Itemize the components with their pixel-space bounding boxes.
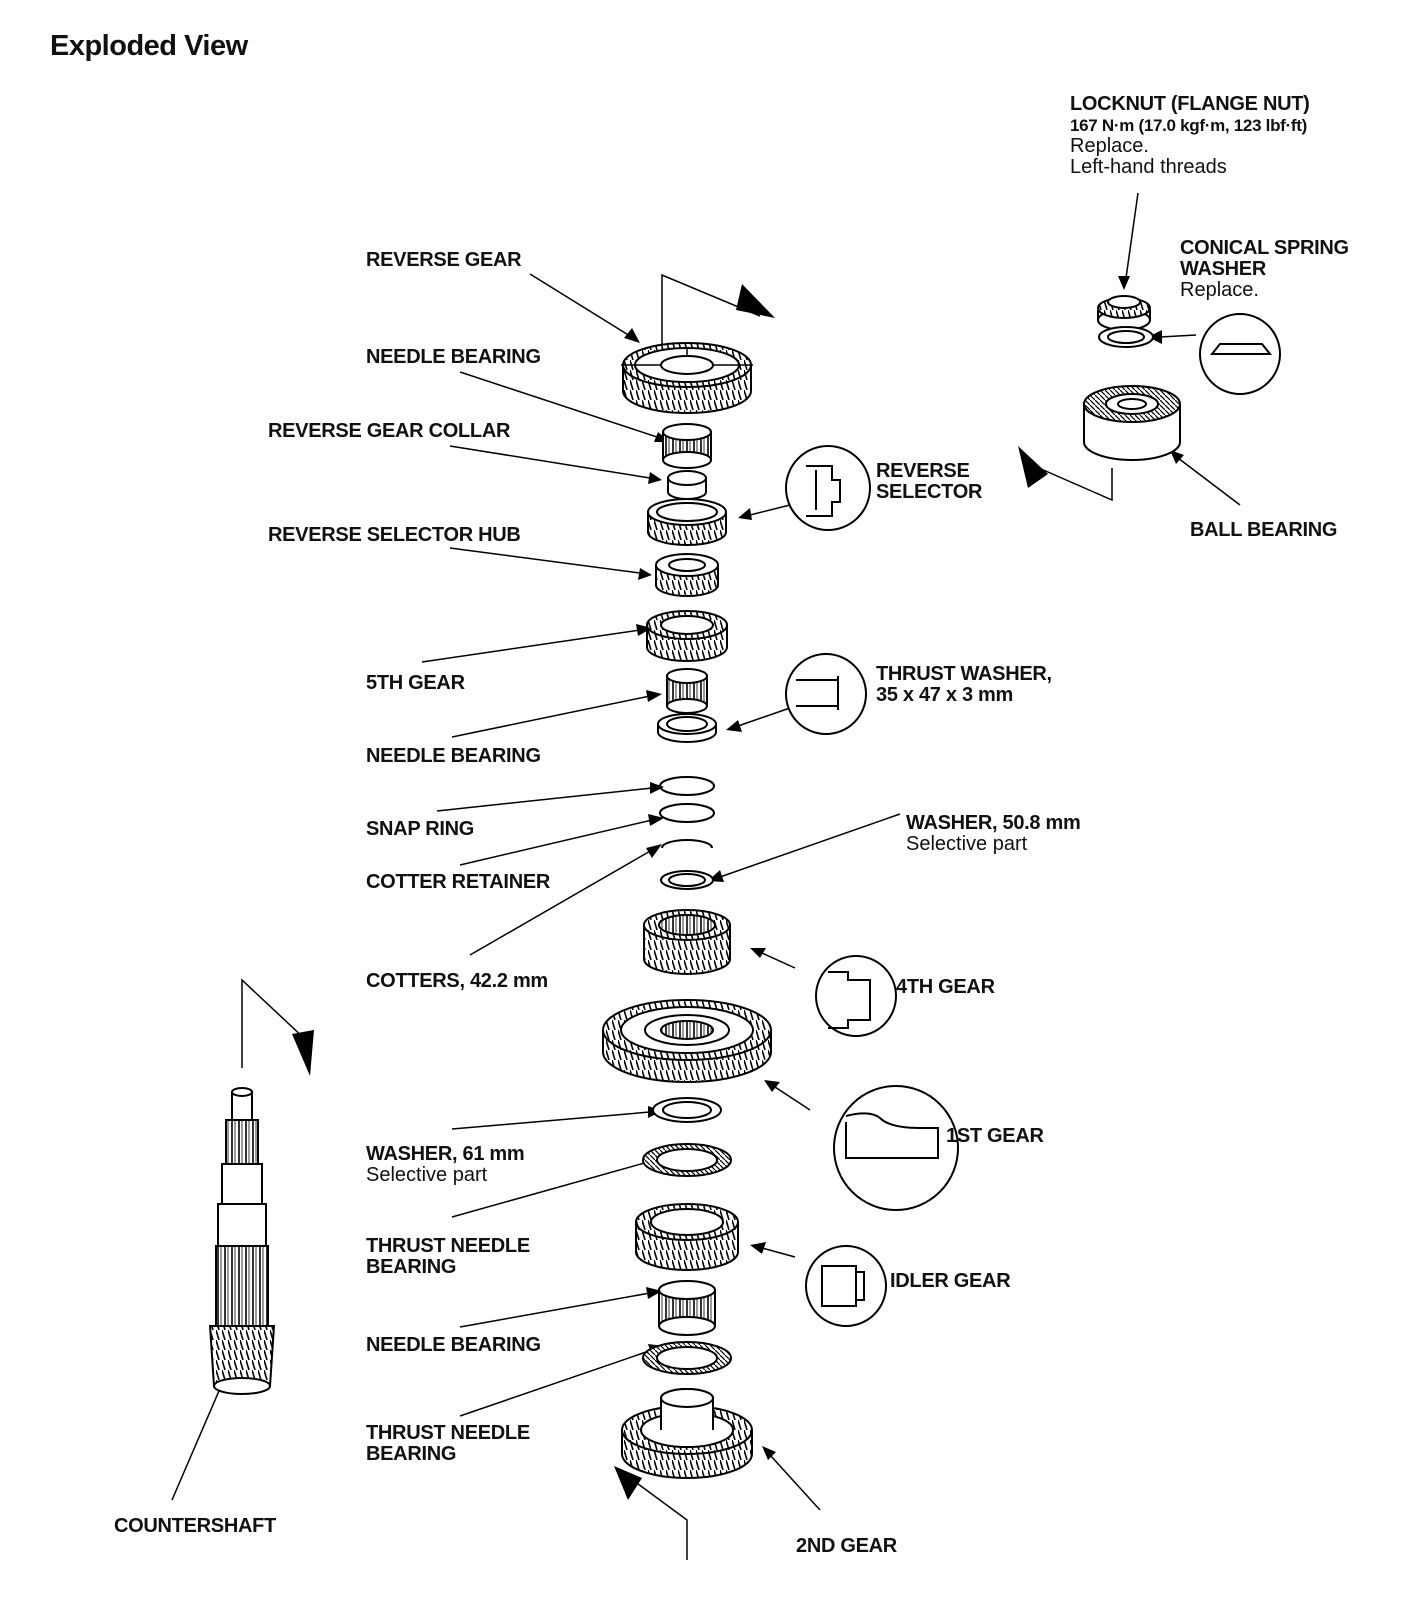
thrust-needle-bearing-1-line2: BEARING <box>366 1256 457 1278</box>
first-gear-text: 1ST GEAR <box>946 1125 1044 1147</box>
reverse-gear-label: REVERSE GEAR <box>366 249 522 271</box>
second-gear-part <box>621 1388 753 1479</box>
reverse-gear-collar-text: REVERSE GEAR COLLAR <box>268 420 511 442</box>
reverse-gear-collar-part <box>667 470 707 500</box>
reverse-selector-line2: SELECTOR <box>876 481 983 503</box>
cotter-retainer-text: COTTER RETAINER <box>366 871 551 893</box>
thrust-needle-bearing-2-label: THRUST NEEDLE BEARING <box>366 1423 530 1465</box>
reverse-selector-hub-label: REVERSE SELECTOR HUB <box>268 525 521 546</box>
fourth-gear-text: 4TH GEAR <box>896 976 995 998</box>
thrust-washer-detail <box>785 653 867 735</box>
thrust-needle-bearing-2-line2: BEARING <box>366 1443 457 1465</box>
conical-spring-washer-detail <box>1199 313 1281 395</box>
fifth-gear-text: 5TH GEAR <box>366 672 465 694</box>
first-gear-detail <box>833 1085 959 1211</box>
fourth-gear-detail <box>815 955 897 1037</box>
snap-ring-text: SNAP RING <box>366 818 475 840</box>
needle-bearing-top-part <box>662 423 712 469</box>
leader-lines <box>171 192 1241 1511</box>
cotters-label: COTTERS, 42.2 mm <box>366 971 548 992</box>
reverse-selector-part <box>647 498 727 546</box>
ball-bearing-text: BALL BEARING <box>1190 519 1338 541</box>
conical-spring-washer-label: CONICAL SPRING WASHER Replace. <box>1180 238 1349 301</box>
thrust-needle-bearing-1-line1: THRUST NEEDLE <box>366 1235 530 1257</box>
thrust-needle-bearing-1-part <box>642 1143 732 1177</box>
locknut-note-replace: Replace. <box>1070 135 1149 157</box>
washer-50-8-label: WASHER, 50.8 mm Selective part <box>906 812 1081 855</box>
ball-bearing-part <box>1083 385 1181 461</box>
countershaft-text: COUNTERSHAFT <box>114 1515 276 1537</box>
washer-50-8-part <box>660 870 714 890</box>
second-gear-text: 2ND GEAR <box>796 1535 897 1557</box>
locknut-name: LOCKNUT (FLANGE NUT) <box>1070 93 1310 115</box>
countershaft-label: COUNTERSHAFT <box>114 1516 276 1537</box>
locknut-part <box>1097 295 1151 331</box>
thrust-washer-part <box>657 713 717 743</box>
first-gear-label: 1ST GEAR <box>946 1126 1044 1147</box>
reverse-selector-hub-text: REVERSE SELECTOR HUB <box>268 524 521 546</box>
reverse-selector-line1: REVERSE <box>876 460 970 482</box>
washer-61-note: Selective part <box>366 1164 488 1186</box>
locknut-torque: 167 N·m (17.0 kgf·m, 123 lbf·ft) <box>1070 116 1307 135</box>
thrust-needle-bearing-2-part <box>642 1341 732 1375</box>
fourth-gear-part <box>643 909 731 975</box>
idler-gear-detail <box>805 1245 887 1327</box>
thrust-washer-line2: 35 x 47 x 3 mm <box>876 684 1014 706</box>
needle-bearing-low-text: NEEDLE BEARING <box>366 1334 541 1356</box>
thrust-needle-bearing-1-label: THRUST NEEDLE BEARING <box>366 1236 530 1278</box>
reverse-selector-label: REVERSE SELECTOR <box>876 461 982 503</box>
conical-spring-washer-part <box>1098 326 1154 348</box>
thrust-washer-line1: THRUST WASHER, <box>876 663 1052 685</box>
conical-spring-washer-note: Replace. <box>1180 279 1259 301</box>
locknut-note-threads: Left-hand threads <box>1070 156 1227 178</box>
thrust-needle-bearing-2-line1: THRUST NEEDLE <box>366 1422 530 1444</box>
washer-61-name: WASHER, 61 mm <box>366 1143 525 1165</box>
first-gear-part <box>602 999 772 1083</box>
reverse-selector-detail <box>785 445 871 531</box>
fourth-gear-label: 4TH GEAR <box>896 977 995 998</box>
axis-lines <box>241 273 1113 1560</box>
fifth-gear-label: 5TH GEAR <box>366 673 465 694</box>
countershaft-part <box>208 1087 276 1395</box>
snap-ring-label: SNAP RING <box>366 819 474 840</box>
washer-50-8-name: WASHER, 50.8 mm <box>906 812 1081 834</box>
washer-50-8-note: Selective part <box>906 833 1028 855</box>
needle-bearing-mid-text: NEEDLE BEARING <box>366 745 541 767</box>
needle-bearing-mid-label: NEEDLE BEARING <box>366 746 541 767</box>
ball-bearing-label: BALL BEARING <box>1190 520 1337 541</box>
cotter-retainer-label: COTTER RETAINER <box>366 872 550 893</box>
conical-spring-washer-line2: WASHER <box>1180 258 1266 280</box>
reverse-gear-collar-label: REVERSE GEAR COLLAR <box>268 421 510 442</box>
second-gear-label: 2ND GEAR <box>796 1536 897 1557</box>
reverse-gear-part <box>621 342 753 414</box>
idler-gear-part <box>635 1203 739 1271</box>
cotters-part <box>661 839 713 849</box>
needle-bearing-top-label: NEEDLE BEARING <box>366 347 541 368</box>
page-title: Exploded View <box>50 30 248 62</box>
reverse-selector-hub-part <box>655 553 719 597</box>
idler-gear-label: IDLER GEAR <box>890 1270 1011 1292</box>
needle-bearing-top-text: NEEDLE BEARING <box>366 346 541 368</box>
locknut-label: LOCKNUT (FLANGE NUT) 167 N·m (17.0 kgf·m… <box>1070 94 1310 178</box>
needle-bearing-mid-part <box>666 668 708 714</box>
cotters-text: COTTERS, 42.2 mm <box>366 970 548 992</box>
needle-bearing-low-part <box>658 1280 716 1336</box>
fifth-gear-part <box>646 610 728 662</box>
thrust-washer-label: THRUST WASHER, 35 x 47 x 3 mm <box>876 664 1052 706</box>
cotter-retainer-part <box>659 803 715 823</box>
needle-bearing-low-label: NEEDLE BEARING <box>366 1335 541 1356</box>
snap-ring-part <box>659 776 715 796</box>
washer-61-part <box>652 1097 722 1123</box>
idler-gear-text: IDLER GEAR <box>890 1270 1011 1292</box>
reverse-gear-text: REVERSE GEAR <box>366 249 522 271</box>
washer-61-label: WASHER, 61 mm Selective part <box>366 1143 525 1186</box>
conical-spring-washer-line1: CONICAL SPRING <box>1180 237 1349 259</box>
